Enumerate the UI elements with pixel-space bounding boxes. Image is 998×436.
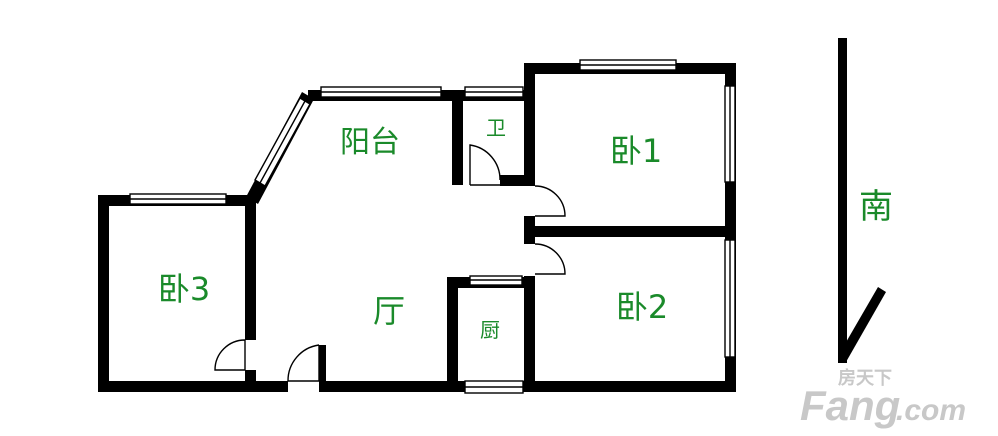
compass: 南 [838,38,893,363]
wall-bedroom3-right-lower [245,370,256,392]
door-entry [287,344,320,382]
wall-entry-post [319,345,326,392]
compass-arrow-tail [838,287,886,362]
label-bedroom1: 卧1 [610,132,662,170]
label-balcony: 阳台 [340,125,400,160]
label-bedroom3: 卧3 [158,270,210,308]
wall-right-outer [725,63,736,392]
wall-bathroom-bottom [500,175,535,186]
label-kitchen: 厨 [480,318,500,342]
door-bathroom [469,144,501,186]
label-bathroom: 卫 [486,116,506,140]
compass-line [838,38,847,363]
wall-bottom-right [319,381,736,392]
watermark-fang: Fang [800,382,900,429]
wall-kitchen-left [447,277,458,392]
wall-bedroom3-left [98,195,109,392]
walls [98,63,736,392]
wall-bedroom3-right-upper [245,195,256,340]
watermark-cn: 房天下 [838,367,892,389]
compass-label: 南 [859,187,893,227]
wall-bedroom2-left-lower [524,276,535,392]
doors [214,144,566,382]
door-bedroom2 [534,243,566,275]
windows [129,59,736,394]
wall-bedroom-divider [524,226,736,237]
wall-bottom-left [98,381,288,392]
watermark: 房天下 Fang .com [800,367,966,429]
watermark-suffix: .com [896,394,966,427]
wall-bedroom1-left-upper [524,63,535,186]
label-bedroom2: 卧2 [616,288,668,326]
wall-bathroom-left [452,90,463,185]
door-bedroom3 [214,339,246,371]
label-living: 厅 [373,292,405,330]
door-bedroom1 [534,185,566,217]
